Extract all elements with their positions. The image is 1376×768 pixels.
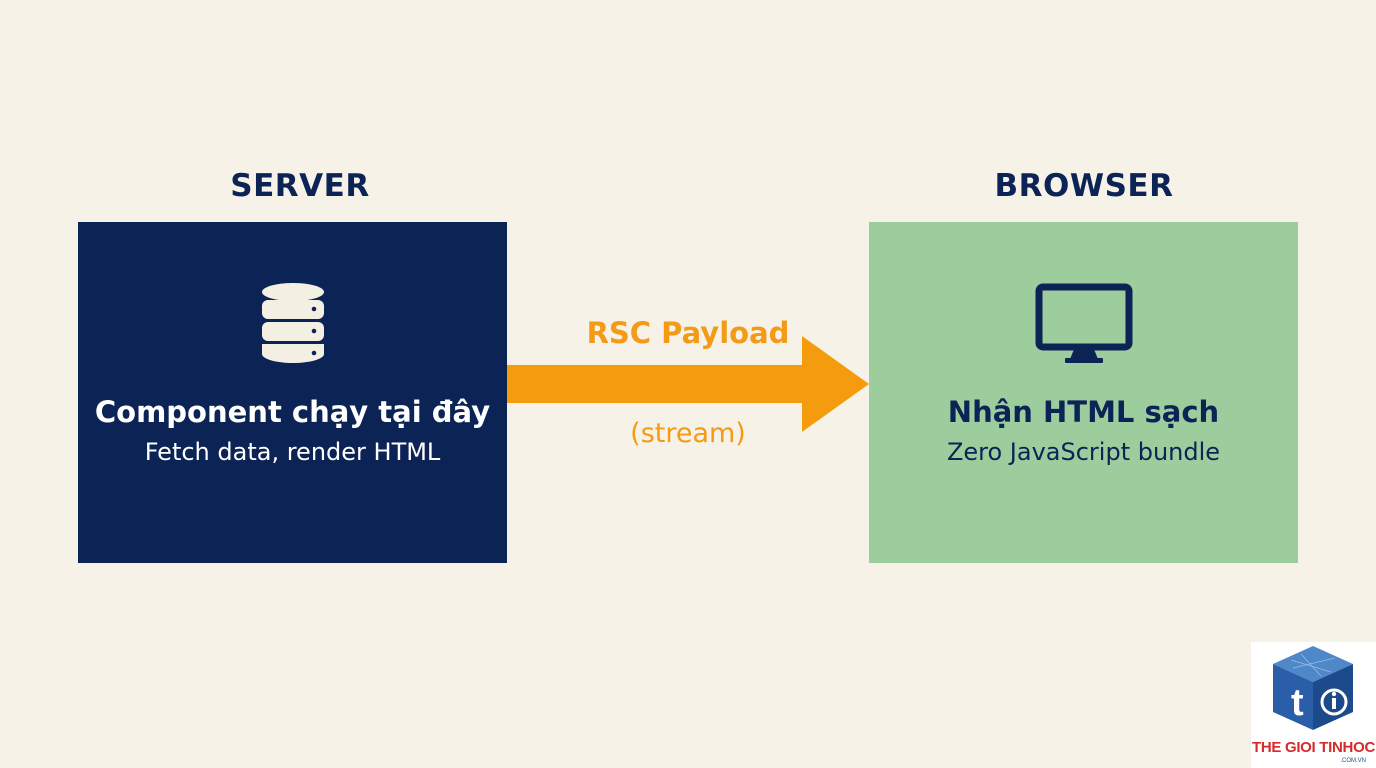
browser-title: Nhận HTML sạch [947, 395, 1220, 429]
site-logo: t THE GIOI TINHOC .COM.VN [1251, 642, 1376, 768]
logo-domain-text: .COM.VN [1340, 758, 1366, 764]
arrow-sublabel: (stream) [630, 418, 746, 449]
browser-subtitle: Zero JavaScript bundle [946, 438, 1221, 466]
server-heading: SERVER [230, 168, 370, 204]
cube-logo-icon: t [1273, 646, 1353, 730]
server-title: Component chạy tại đây [94, 395, 491, 429]
server-box: Component chạy tại đây Fetch data, rende… [78, 222, 507, 563]
server-subtitle: Fetch data, render HTML [144, 438, 441, 466]
browser-box: Nhận HTML sạch Zero JavaScript bundle [869, 222, 1298, 563]
arrow-label: RSC Payload [586, 316, 790, 350]
browser-heading: BROWSER [994, 168, 1174, 204]
svg-text:t: t [1291, 682, 1304, 724]
database-icon [261, 283, 324, 363]
monitor-icon [1035, 283, 1132, 363]
logo-brand-text: THE GIOI TINHOC [1251, 739, 1375, 756]
arrow-shape [507, 336, 869, 432]
